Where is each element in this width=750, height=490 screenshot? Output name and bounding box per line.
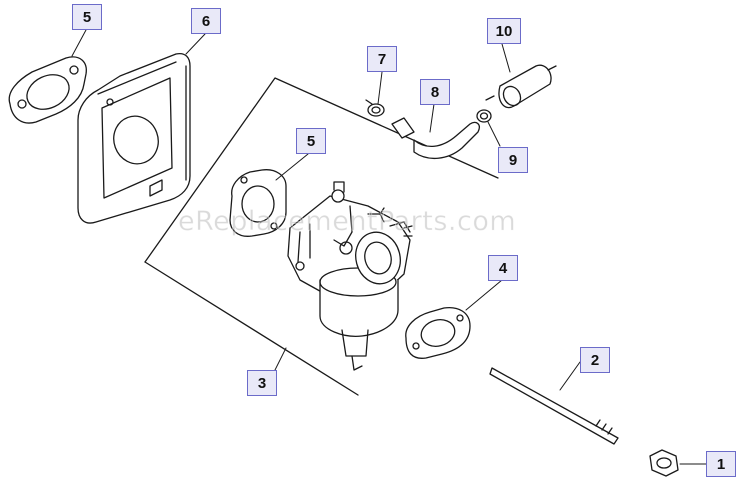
callout-8[interactable]: 8 [420,79,450,105]
gasket-middle [229,169,287,237]
callout-3[interactable]: 3 [247,370,277,396]
assembly-frame-lower [144,261,359,396]
leader-5a [71,29,87,57]
hex-nut [649,449,679,477]
callout-2[interactable]: 2 [580,347,610,373]
callout-10[interactable]: 10 [487,18,521,44]
fuel-line-hose [391,117,480,159]
hose-clamp-left [365,99,385,117]
leader-4 [465,279,503,311]
callout-5-middle[interactable]: 5 [296,128,326,154]
hose-clamp-right [476,109,492,123]
leader-6 [185,33,206,55]
gasket-top-left [8,56,87,124]
callout-4[interactable]: 4 [488,255,518,281]
carburetor [287,181,413,371]
leader-3 [273,347,287,373]
leader-2 [559,361,581,391]
leader-5b [275,153,309,181]
leader-9 [487,121,501,147]
fuel-filter [485,64,557,109]
callout-9[interactable]: 9 [498,147,528,173]
mounting-stud [489,367,619,445]
filter-base-plate [77,52,191,224]
gasket-lower [405,306,471,359]
callout-7[interactable]: 7 [367,46,397,72]
leader-8 [429,103,435,133]
leader-7 [377,71,383,105]
callout-5-top[interactable]: 5 [72,4,102,30]
callout-1[interactable]: 1 [706,451,736,477]
leader-10 [501,43,511,73]
callout-6[interactable]: 6 [191,8,221,34]
watermark-text: eReplacementParts.com [178,206,517,238]
